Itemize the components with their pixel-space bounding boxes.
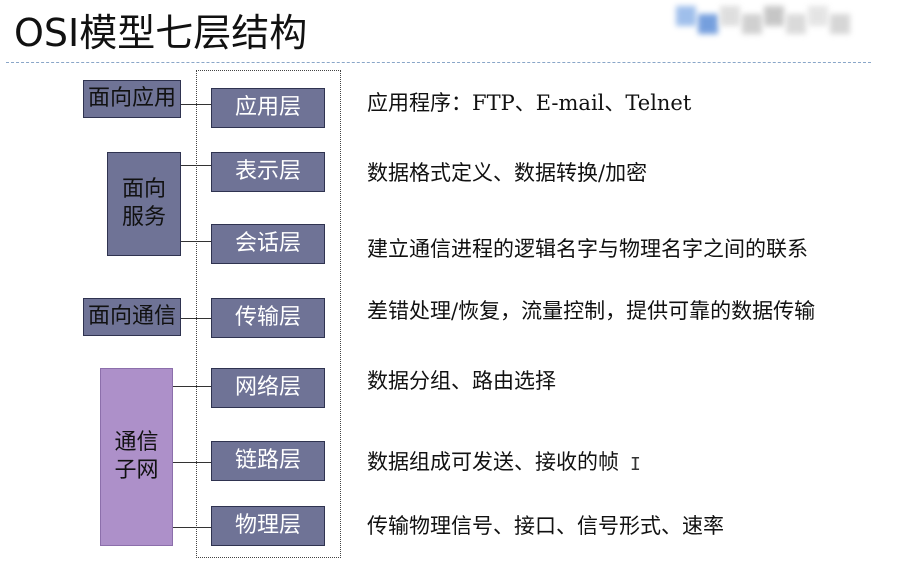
page-title: OSI模型七层结构 [14,11,308,55]
layer-column-frame [196,70,341,558]
layer-transport-label: 传输层 [234,305,301,330]
group-communication-oriented: 面向通信 [83,298,181,336]
logo-cell [764,6,784,26]
connector-datalink [173,462,211,463]
group-communication-subnet-line1: 通信 [114,430,159,455]
logo-cell [786,14,806,34]
layer-datalink-label: 链路层 [234,448,301,473]
title-divider [6,62,871,63]
group-service-oriented-line2: 服务 [121,205,166,230]
layer-physical-box: 物理层 [211,506,325,546]
group-application-oriented-label: 面向应用 [87,86,176,111]
connector-network [173,386,211,387]
group-communication-oriented-label: 面向通信 [87,304,176,329]
text-cursor-icon: I [630,454,641,475]
connector-application [181,104,211,105]
layer-session-label: 会话层 [234,231,301,256]
group-communication-subnet: 通信 子网 [100,368,173,546]
logo-cell [676,6,696,26]
layer-transport-box: 传输层 [211,298,325,338]
layer-presentation-label: 表示层 [234,159,301,184]
group-service-oriented: 面向 服务 [107,152,181,256]
layer-physical-label: 物理层 [234,513,301,538]
layer-session-description: 建立通信进程的逻辑名字与物理名字之间的联系 [367,237,808,261]
connector-session [181,241,211,242]
layer-network-description: 数据分组、路由选择 [367,369,556,393]
layer-physical-description: 传输物理信号、接口、信号形式、速率 [367,514,724,538]
layer-datalink-box: 链路层 [211,441,325,481]
layer-application-label: 应用层 [234,95,301,120]
connector-presentation [181,165,211,166]
logo-cell [720,6,740,26]
blurred-logo-icon [676,0,866,42]
group-service-oriented-line1: 面向 [121,177,166,202]
group-communication-subnet-line2: 子网 [114,458,159,483]
connector-physical [173,527,211,528]
layer-application-box: 应用层 [211,88,325,128]
logo-cell [808,6,828,26]
layer-application-description: 应用程序：FTP、E-mail、Telnet [367,91,692,115]
logo-cell [698,14,718,34]
layer-presentation-box: 表示层 [211,152,325,192]
layer-network-box: 网络层 [211,368,325,408]
layer-datalink-description: 数据组成可发送、接收的帧 [367,450,619,474]
connector-transport [181,318,211,319]
logo-cell [742,14,762,34]
layer-transport-description: 差错处理/恢复，流量控制，提供可靠的数据传输 [367,299,816,323]
layer-network-label: 网络层 [234,375,301,400]
layer-presentation-description: 数据格式定义、数据转换/加密 [367,161,648,185]
logo-cell [830,14,850,34]
group-application-oriented: 面向应用 [83,80,181,118]
layer-session-box: 会话层 [211,224,325,264]
